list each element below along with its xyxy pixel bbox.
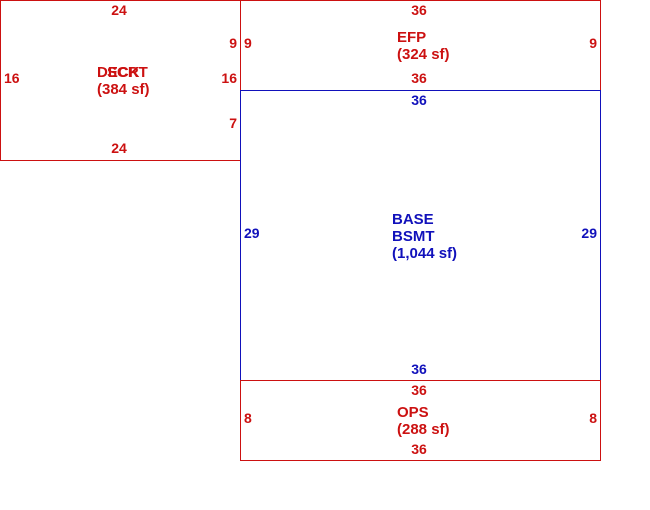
scrt-label: SCRT (107, 64, 148, 81)
deck-dim-left: 16 (4, 70, 20, 86)
efp-dim-right: 9 (589, 35, 597, 51)
deck-dim-top: 24 (111, 2, 127, 18)
deck-dim-bottom: 24 (111, 140, 127, 156)
ops-outline (240, 380, 601, 461)
base-label-line2: BSMT (392, 228, 435, 245)
deck-area-label: (384 sf) (97, 81, 150, 98)
efp-dim-left: 9 (244, 35, 252, 51)
base-dim-right: 29 (581, 225, 597, 241)
ops-label: OPS (397, 404, 429, 421)
efp-dim-bottom: 36 (411, 70, 427, 86)
ops-dim-left: 8 (244, 410, 252, 426)
deck-dim-right-upper: 9 (229, 35, 237, 51)
deck-dim-right: 16 (221, 70, 237, 86)
deck-dim-right-lower: 7 (229, 115, 237, 131)
ops-dim-top: 36 (411, 382, 427, 398)
efp-area-label: (324 sf) (397, 46, 450, 63)
base-dim-left: 29 (244, 225, 260, 241)
ops-area-label: (288 sf) (397, 421, 450, 438)
base-dim-bottom: 36 (411, 361, 427, 377)
base-label-line1: BASE (392, 211, 434, 228)
ops-dim-bottom: 36 (411, 441, 427, 457)
efp-label: EFP (397, 29, 427, 46)
base-dim-top: 36 (411, 92, 427, 108)
efp-dim-top: 36 (411, 2, 427, 18)
deck-label: DECK (97, 64, 140, 81)
base-area-label: (1,044 sf) (392, 245, 458, 262)
ops-dim-right: 8 (589, 410, 597, 426)
